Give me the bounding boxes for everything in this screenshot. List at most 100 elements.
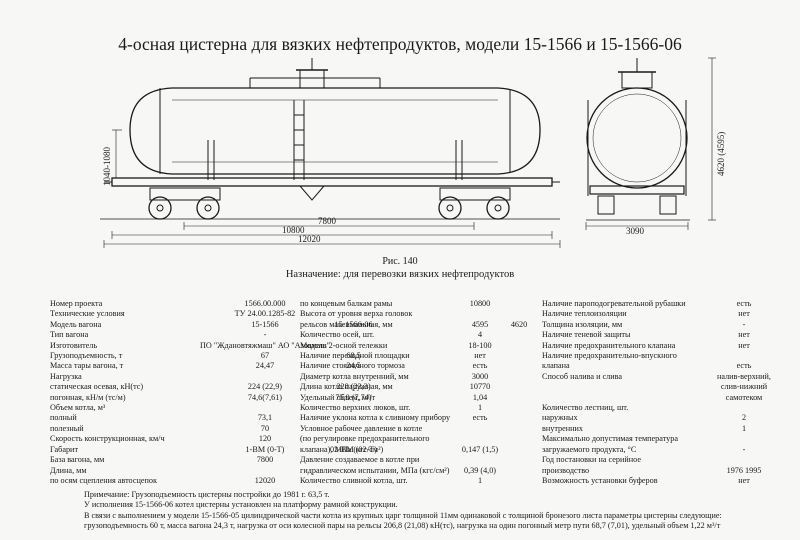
spec-row: Длина котла наружная, мм 10770: [300, 382, 538, 392]
spec-value: [500, 299, 538, 309]
spec-value: 10770: [469, 382, 491, 392]
spec-row: Способ налива и слива налив-верхний,: [542, 372, 780, 382]
spec-label: Способ налива и слива: [542, 371, 622, 381]
spec-label: Наличие стояночного тормоза: [300, 361, 405, 371]
dim-bogie-base: 7800: [318, 216, 337, 226]
end-view-dims: [585, 57, 716, 230]
spec-value: [500, 330, 538, 340]
spec-row: Наличие предохранительно-впускного: [542, 351, 780, 361]
spec-value: налив-верхний,: [717, 371, 771, 381]
spec-value: [500, 361, 538, 371]
spec-value: самотеком: [725, 392, 763, 402]
spec-value: 02-ВМ (02-Т): [329, 444, 378, 454]
spec-value: 4620: [510, 319, 528, 329]
spec-label: Длина, мм: [50, 465, 87, 475]
spec-value: [500, 445, 538, 455]
spec-value: нет: [738, 475, 750, 485]
spec-value: слив-нижний: [720, 382, 768, 392]
spec-label: Грузоподъемность, т: [50, 351, 123, 361]
spec-label: полезный: [50, 423, 84, 433]
spec-row: Нагрузка: [50, 372, 377, 382]
spec-row: Количество осей, шт.4: [300, 330, 538, 340]
spec-label: Тип вагона: [50, 330, 89, 340]
spec-value: нет: [738, 340, 750, 350]
spec-row: Возможность установки буферов нет: [542, 476, 780, 486]
spec-value: [500, 382, 538, 392]
spec-label: База вагона, мм: [50, 455, 105, 465]
spec-row: Объем котла, м³: [50, 403, 377, 413]
bogie-left: [148, 187, 221, 220]
spec-value: 4: [477, 330, 483, 340]
spec-label: Габарит: [50, 444, 79, 454]
spec-value: [500, 434, 538, 444]
spec-label: Объем котла, м³: [50, 403, 106, 413]
spec-value: 24,5: [346, 361, 361, 371]
spec-value: 1566.00.000: [244, 299, 286, 308]
spec-row: гидравлическом испытании, МПа (кгс/см²) 0…: [300, 466, 538, 476]
spec-value: [460, 455, 500, 465]
spec-row: Количество верхних люков, шт.1: [300, 403, 538, 413]
spec-row: (по регулировке предохранительного: [300, 434, 538, 444]
spec-value: ПО "Ждановтяжмаш" АО "Азовмаш": [200, 340, 330, 350]
spec-label: Возможность установки буферов: [542, 475, 658, 485]
spec-row: Высота от уровня верха головок: [300, 309, 538, 319]
dim-total-height: 4620 (4595): [716, 132, 726, 176]
spec-label: Год постановки на серийное: [542, 455, 641, 465]
spec-label: по осям сцепления автосцепок: [50, 475, 157, 485]
spec-value: 1-ВМ (0-Т): [245, 444, 285, 454]
spec-label: гидравлическом испытании, МПа (кгс/см²): [300, 465, 450, 475]
spec-value: 4595: [471, 319, 489, 329]
spec-value: 18-100: [468, 340, 492, 350]
spec-value: 1: [741, 423, 747, 433]
spec-value: [500, 393, 538, 403]
spec-value: есть: [472, 413, 488, 423]
spec-label: Количество лестниц, шт.: [542, 403, 629, 413]
spec-value: 75,8 (7,74): [335, 392, 372, 402]
spec-value: [500, 309, 538, 319]
spec-row: загружаемого продукта, °С-: [542, 445, 780, 455]
spec-value: [500, 455, 538, 465]
spec-value: [500, 372, 538, 382]
dim-frame-length: 10800: [282, 225, 305, 235]
spec-label: Длина котла наружная, мм: [300, 382, 393, 392]
spec-label: погонная, кН/м (тс/м): [50, 392, 126, 402]
spec-row: статическая осевая, кН(тс)224 (22,9)228 …: [50, 382, 377, 392]
spec-label: Скорость конструкционная, км/ч: [50, 434, 165, 444]
spec-label: Удельный объем, м³/т: [300, 392, 376, 402]
spec-row: клапана), МПа (кгс/см²)0,147 (1,5): [300, 445, 538, 455]
spec-row: Тип вагона -: [50, 330, 377, 340]
spec-label: статическая осевая, кН(тс): [50, 382, 144, 392]
spec-value: [500, 341, 538, 351]
spec-value: -: [263, 330, 267, 340]
spec-value: [500, 476, 538, 486]
spec-value: нет: [474, 351, 486, 361]
spec-row: Количество лестниц, шт.: [542, 403, 780, 413]
spec-value: 1,04: [472, 392, 488, 402]
spec-value: 0,39 (4,0): [463, 465, 497, 475]
figure-purpose: Назначение: для перевозки вязких нефтепр…: [285, 269, 515, 280]
dimension-lines: [103, 129, 561, 248]
spec-label: Количество верхних люков, шт.: [300, 403, 411, 413]
note-line: Примечание: Грузоподъемность цистерны по…: [84, 490, 330, 499]
spec-row: Давление создаваемое в котле при: [300, 455, 538, 465]
spec-label: Модель вагона: [50, 319, 102, 329]
spec-label: Давление создаваемое в котле при: [300, 455, 420, 465]
spec-value: -: [742, 444, 746, 454]
spec-value: 10800: [469, 299, 491, 308]
dim-width: 3090: [626, 226, 645, 236]
note-line: В связи с выполнением у модели 15-1566-0…: [84, 510, 722, 520]
spec-row: Длина, мм: [50, 466, 377, 476]
